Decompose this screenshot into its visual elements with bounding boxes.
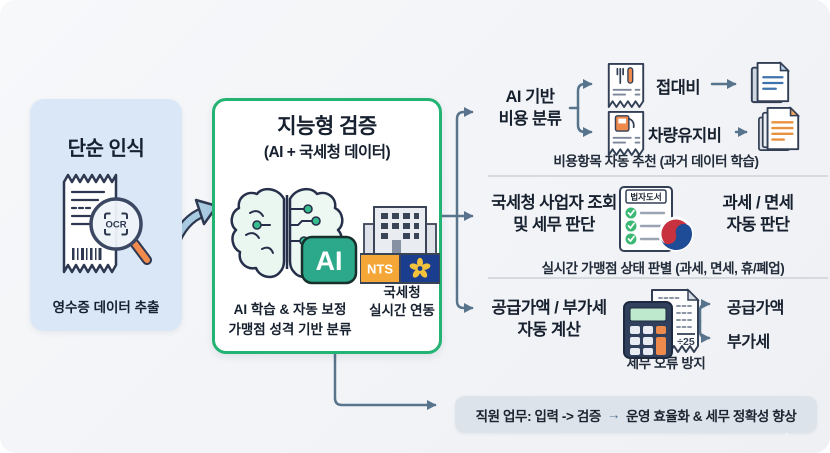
branch-top-line bbox=[455, 107, 474, 218]
knife-glyph bbox=[627, 67, 634, 84]
center-panel-subtitle: (AI + 국세청 데이터) bbox=[263, 144, 391, 161]
fuel-pump-glyph bbox=[614, 115, 630, 132]
output-vat: 부가세 bbox=[727, 334, 770, 351]
ai-caption: AI 학습 & 자동 보정 가맹점 성격 기반 분류 bbox=[214, 300, 366, 340]
receipt-dining-icon bbox=[607, 63, 645, 108]
branch-nts-result: 과세 / 면세 자동 판단 bbox=[698, 192, 818, 236]
ocr-label: OCR bbox=[105, 220, 126, 231]
mugunghwa-emblem-icon bbox=[409, 257, 431, 278]
checklist-header-label: 법자도서 bbox=[630, 192, 661, 202]
ai-brain-icon: AI bbox=[230, 187, 358, 285]
branch-expense-title: AI 기반 비용 분류 bbox=[486, 86, 574, 130]
nts-banner-label: NTS bbox=[367, 262, 393, 277]
branch-nts-result-line1: 과세 / 면세 bbox=[722, 194, 794, 212]
branch-vat-title: 공급가액 / 부가세 자동 계산 bbox=[484, 297, 614, 341]
ai-chip-label: AI bbox=[316, 246, 343, 276]
output-supply-value: 공급가액 bbox=[727, 300, 784, 317]
branch-expense-title-line2: 비용 분류 bbox=[498, 110, 562, 128]
barcode-glyph bbox=[72, 248, 102, 260]
document-orange-icon bbox=[758, 106, 801, 151]
ai-chip bbox=[300, 235, 358, 285]
branch-expense-caption: 비용항목 자동 추천 (과거 데이터 학습) bbox=[553, 154, 759, 169]
branch-nts-result-line2: 자동 판단 bbox=[726, 216, 790, 234]
ai-caption-line1: AI 학습 & 자동 보정 bbox=[233, 302, 347, 317]
check-rows bbox=[625, 207, 666, 245]
footer-text-after: 운영 효율화 & 세무 정확성 향상 bbox=[626, 408, 797, 424]
row1-bracket-down bbox=[576, 106, 593, 137]
left-panel-caption: 영수증 데이터 추출 bbox=[52, 300, 160, 315]
branch-vat-title-line2: 자동 계산 bbox=[517, 321, 581, 339]
calculator-screen bbox=[629, 307, 667, 322]
branch-nts-title-line2: 및 세무 판단 bbox=[513, 216, 595, 234]
branch-expense-title-line1: AI 기반 bbox=[505, 88, 555, 106]
ai-caption-line2: 가맹점 성격 기반 분류 bbox=[228, 322, 352, 337]
magnifier-glass bbox=[89, 197, 143, 251]
ocr-corner-brackets bbox=[104, 212, 128, 236]
label-vehicle-expense: 차량유지비 bbox=[648, 127, 722, 145]
calc-display-value: ÷25 bbox=[677, 336, 695, 348]
receipt-fuel-icon bbox=[607, 111, 645, 156]
branch-nts-title-line1: 국세청 사업자 조회 bbox=[491, 194, 617, 212]
footer-summary-bar: 직원 업무: 입력 -> 검증 → 운영 효율화 & 세무 정확성 향상 bbox=[455, 396, 817, 433]
branch-bottom-line bbox=[455, 214, 474, 313]
section-divider-2 bbox=[488, 277, 828, 279]
nts-caption-line2: 실시간 연동 bbox=[369, 303, 435, 318]
branch-nts-title: 국세청 사업자 조회 및 세무 판단 bbox=[484, 192, 624, 236]
section-divider-1 bbox=[488, 175, 828, 177]
fork-glyph bbox=[616, 67, 624, 84]
taegeuk-icon bbox=[658, 216, 694, 252]
calculator-receipt-icon: ÷25 bbox=[623, 288, 700, 359]
nts-caption-line1: 국세청 bbox=[383, 285, 421, 300]
label-entertainment-expense: 접대비 bbox=[656, 79, 701, 97]
row1-bracket-up bbox=[576, 79, 593, 110]
branch-nts-caption: 실시간 가맹점 상태 판별 (과세, 면세, 휴/폐업) bbox=[541, 261, 785, 276]
nts-caption: 국세청 실시간 연동 bbox=[350, 284, 454, 320]
center-panel-title: 지능형 검증 bbox=[277, 115, 377, 138]
magnifier-handle bbox=[132, 241, 150, 263]
footer-connector-line bbox=[333, 352, 437, 410]
branch-vat-caption: 세무 오류 방지 bbox=[626, 356, 706, 371]
receipt-ocr-icon: OCR bbox=[62, 173, 152, 274]
footer-text-before: 직원 업무: 입력 -> 검증 bbox=[475, 408, 602, 424]
calculator-keys bbox=[630, 326, 666, 355]
branch-vat-title-line1: 공급가액 / 부가세 bbox=[491, 299, 607, 317]
tax-checklist-icon: 법자도서 bbox=[619, 186, 694, 252]
left-panel-title: 단순 인식 bbox=[67, 138, 145, 160]
footer-arrow-icon: → bbox=[606, 407, 621, 422]
nts-building-icon: NTS bbox=[360, 206, 440, 284]
document-blue-icon bbox=[750, 61, 791, 104]
